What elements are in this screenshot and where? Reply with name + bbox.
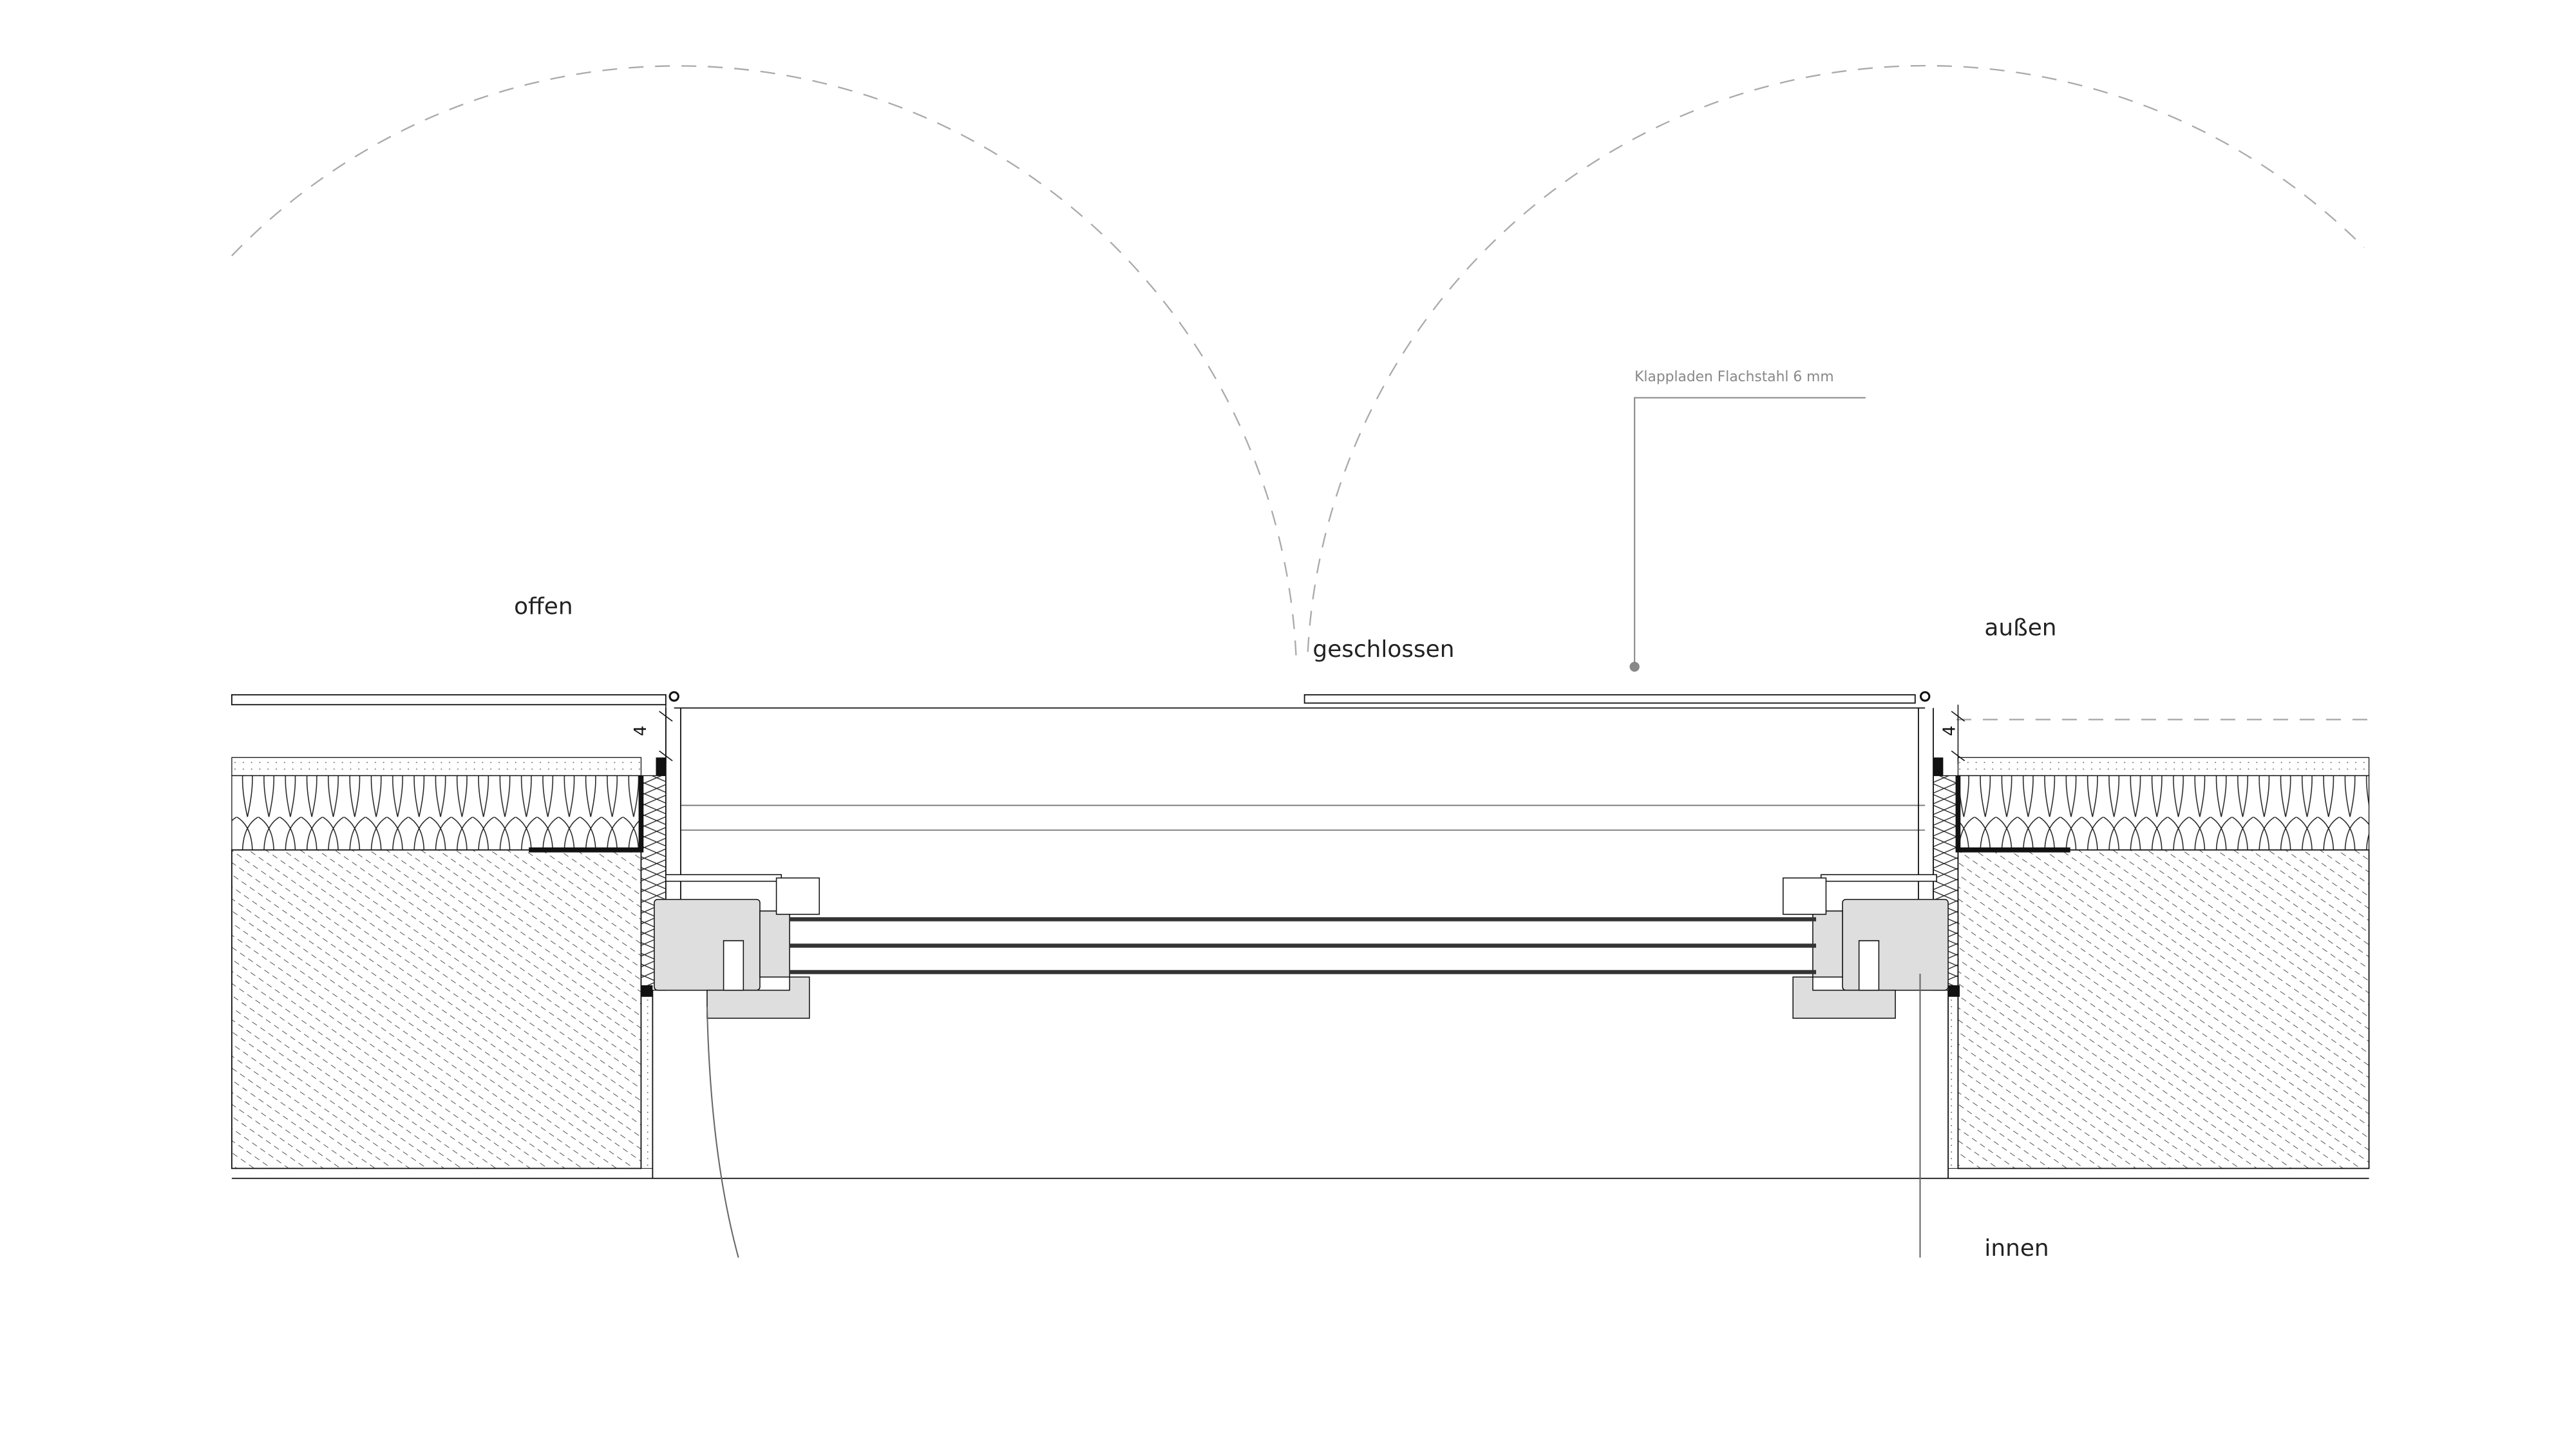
window-frame-right (1783, 874, 1949, 1019)
label-inside: innen (1984, 1235, 2049, 1262)
triple-glazing (790, 917, 1817, 974)
hinge-right-icon (1919, 691, 1931, 702)
right-wall (1933, 757, 2370, 1170)
dimension-left (659, 705, 673, 764)
label-open: offen (514, 593, 573, 620)
dimension-left-value: 4 (631, 726, 650, 736)
shutter-note-leader (1634, 397, 1866, 667)
left-shutter-swing-arc (231, 65, 1297, 661)
dimension-right-value: 4 (1940, 726, 1959, 736)
hinge-left-icon (668, 691, 679, 702)
leader-dot (1629, 661, 1640, 672)
label-closed: geschlossen (1312, 636, 1454, 663)
right-shutter-swing-arc (1307, 64, 2365, 652)
leader-left (706, 1007, 739, 1258)
label-outside: außen (1984, 615, 2056, 641)
closed-shutter (1303, 694, 1916, 704)
shutter-note-label: Klappladen Flachstahl 6 mm (1634, 369, 1833, 385)
left-wall (231, 757, 667, 1170)
open-shutter-left (231, 694, 667, 706)
window-frame-left (654, 874, 820, 1019)
reveal (231, 707, 2369, 1179)
dimension-right (1951, 705, 1965, 764)
